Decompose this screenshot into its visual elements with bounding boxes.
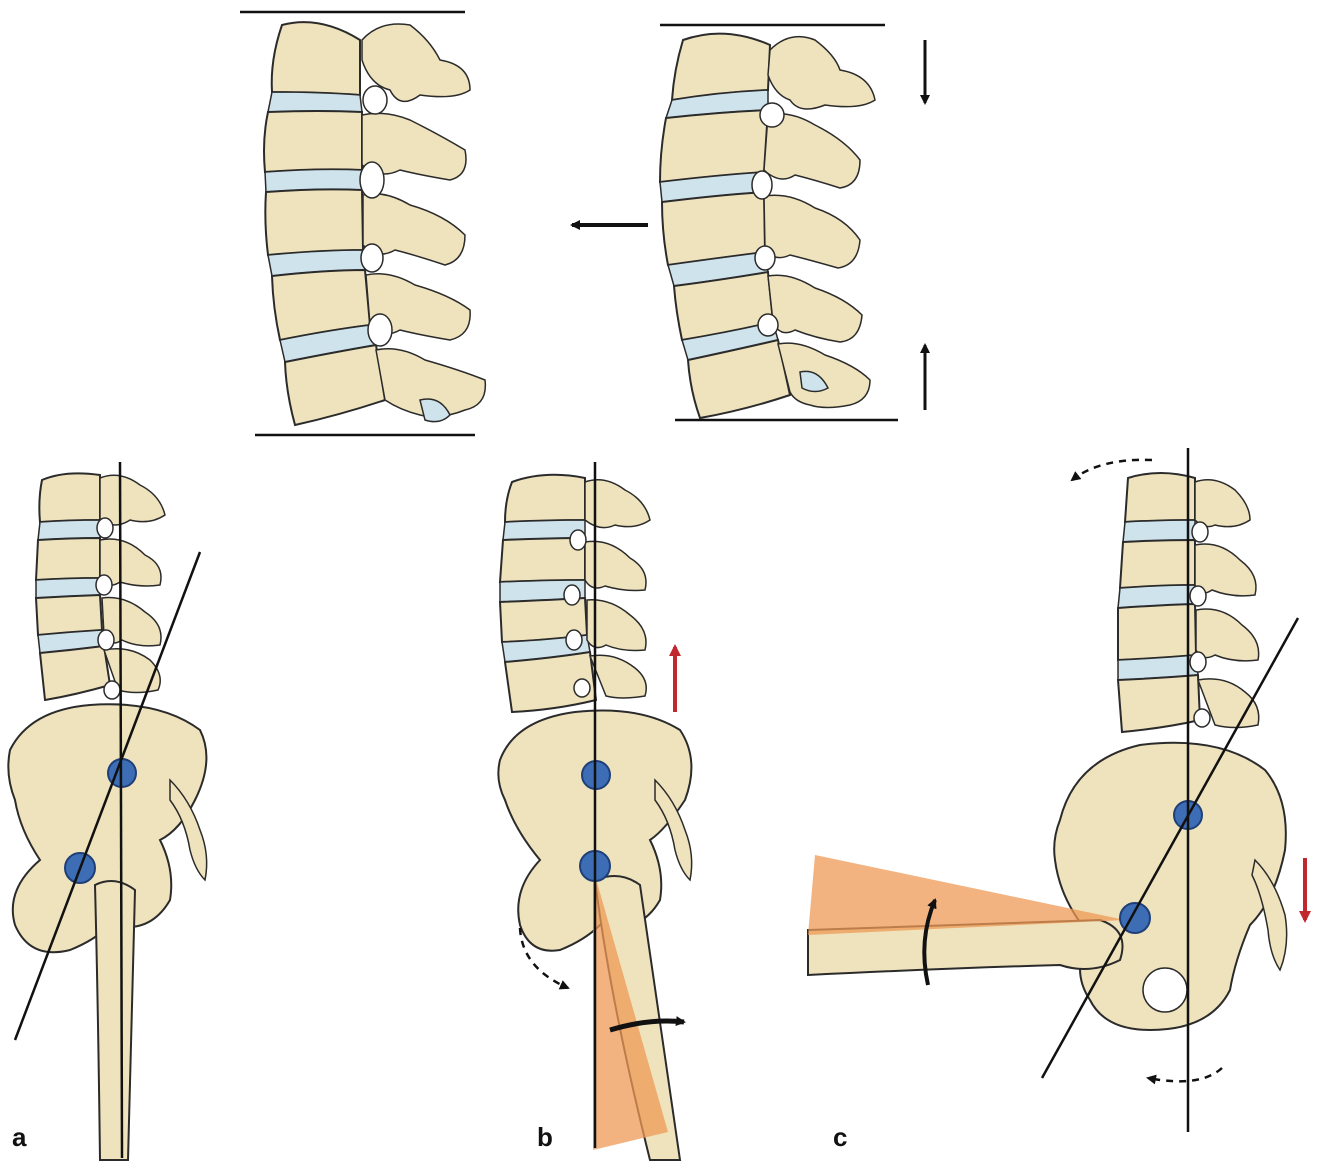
panel-c-skeleton xyxy=(808,448,1305,1132)
panel-label-b: b xyxy=(537,1122,553,1153)
dashed-curved-arrow-icon-c-bottom xyxy=(1148,1068,1222,1081)
panel-label-a: a xyxy=(12,1122,26,1153)
panel-label-c: c xyxy=(833,1122,847,1153)
spine-compressed xyxy=(572,25,925,420)
panel-a-skeleton xyxy=(8,462,206,1160)
spine-neutral xyxy=(240,12,485,435)
panel-b-skeleton xyxy=(498,462,691,1160)
